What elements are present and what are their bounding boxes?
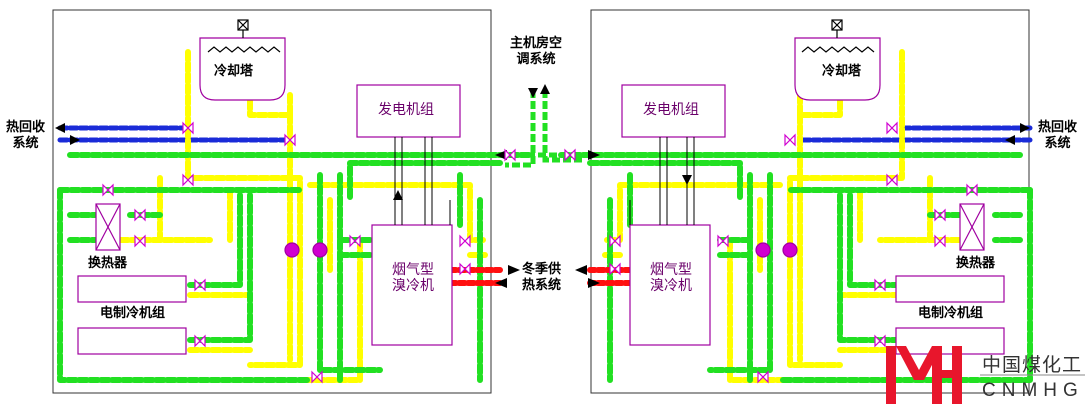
heat-recovery-left-line2: 系统 xyxy=(12,136,39,151)
host-room-ac-label: 主机房空 调系统 xyxy=(510,36,562,68)
pump-left-2 xyxy=(312,242,328,258)
logo-mark xyxy=(886,346,962,404)
pump-right-2 xyxy=(782,242,798,258)
flue-gas-chiller-right-label: 烟气型 溴冷机 xyxy=(650,262,692,294)
heat-exchanger-right-label: 换热器 xyxy=(956,256,996,271)
left-equipment xyxy=(77,19,461,355)
host-room-ac-line1: 主机房空 xyxy=(510,36,563,51)
arrow-heat-recovery-left-out xyxy=(55,123,65,133)
cooling-tower-right-label: 冷却塔 xyxy=(822,64,862,79)
electric-chiller-left-top xyxy=(77,275,187,303)
winter-heating-label: 冬季供 热系统 xyxy=(522,262,561,294)
electric-chiller-left-label: 电制冷机组 xyxy=(100,306,166,321)
right-pipes xyxy=(557,49,1033,383)
valves xyxy=(102,121,978,384)
arrow-heat-recovery-left-in xyxy=(70,135,80,145)
flue-gas-chiller-left-label: 烟气型 溴冷机 xyxy=(392,262,434,294)
heat-exchanger-left-label: 换热器 xyxy=(88,256,128,271)
generator-right-label: 发电机组 xyxy=(643,102,699,118)
logo-cn-text: 中国煤化工 xyxy=(982,355,1083,376)
electric-chiller-left-bottom xyxy=(77,327,187,355)
electric-chiller-right-bottom xyxy=(895,327,1005,355)
arrow-winter-left-in xyxy=(495,278,507,288)
winter-heating-line2: 热系统 xyxy=(522,278,562,293)
arrow-ac-down xyxy=(528,88,538,98)
arrow-center-left xyxy=(495,150,507,160)
pump-right-1 xyxy=(755,242,771,258)
flue-gas-chiller-left-line1: 烟气型 xyxy=(392,262,434,278)
cooling-tower-left-shape xyxy=(199,37,286,101)
heat-recovery-right-label: 热回收 系统 xyxy=(1038,120,1077,152)
arrow-gen-left-up xyxy=(393,190,403,200)
cooling-tower-left-label: 冷却塔 xyxy=(214,64,254,79)
flow-arrows xyxy=(55,84,1030,288)
arrow-winter-left xyxy=(508,265,520,275)
generator-right-box xyxy=(621,84,726,138)
arrow-winter-right xyxy=(575,265,587,275)
generator-left-box xyxy=(356,84,461,138)
heat-recovery-left-label: 热回收 系统 xyxy=(6,120,45,152)
flue-gas-chiller-right-line1: 烟气型 xyxy=(650,262,692,278)
electric-chiller-right-label: 电制冷机组 xyxy=(918,306,984,321)
flue-gas-chiller-right-box xyxy=(629,224,711,346)
host-room-ac-line2: 调系统 xyxy=(516,52,556,67)
arrow-center-right xyxy=(588,150,600,160)
arrow-heat-recovery-right-out xyxy=(1020,123,1030,133)
arrow-gen-right-down xyxy=(682,175,692,185)
arrow-winter-right-in xyxy=(588,278,600,288)
flue-gas-chiller-left-box xyxy=(371,224,453,346)
flue-gas-chiller-left-line2: 溴冷机 xyxy=(392,278,434,294)
generator-left-label: 发电机组 xyxy=(378,102,434,118)
arrow-ac-up xyxy=(540,84,550,94)
heat-recovery-right-line2: 系统 xyxy=(1044,136,1071,151)
heat-recovery-right-line1: 热回收 xyxy=(1038,120,1078,135)
winter-heating-line1: 冬季供 xyxy=(522,262,562,277)
heat-recovery-left-line1: 热回收 xyxy=(6,120,46,135)
cooling-tower-right-shape xyxy=(794,37,881,101)
electric-chiller-right-top xyxy=(895,275,1005,303)
left-pipes xyxy=(57,49,533,383)
logo-en-text: CNMHG xyxy=(982,380,1084,401)
left-plant-frame xyxy=(52,9,492,394)
right-equipment xyxy=(621,19,1005,355)
pump-left-1 xyxy=(284,242,300,258)
exhaust-lines xyxy=(394,137,695,225)
flue-gas-chiller-right-line2: 溴冷机 xyxy=(650,278,692,294)
arrow-heat-recovery-right-in xyxy=(1005,135,1015,145)
